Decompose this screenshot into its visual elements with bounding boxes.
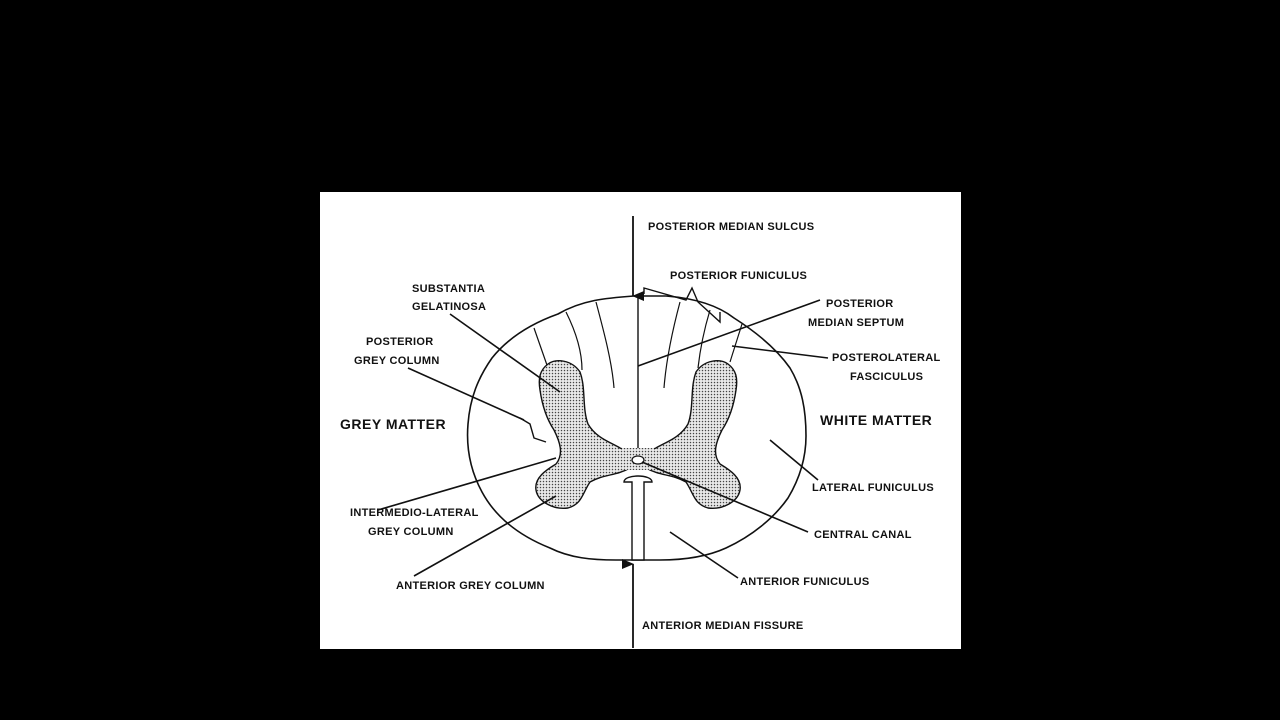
label-intermedio-lateral-1: INTERMEDIO-LATERAL <box>350 507 479 519</box>
label-anterior-funiculus: ANTERIOR FUNICULUS <box>740 576 869 588</box>
posterior-funiculus-bracket <box>643 286 721 324</box>
label-posterior-median-sulcus: POSTERIOR MEDIAN SULCUS <box>648 221 814 233</box>
label-posterior-funiculus: POSTERIOR FUNICULUS <box>670 270 807 282</box>
label-anterior-median-fissure: ANTERIOR MEDIAN FISSURE <box>642 620 804 632</box>
spinal-cord-diagram: POSTERIOR MEDIAN SULCUS POSTERIOR FUNICU… <box>320 192 961 649</box>
grey-matter-left <box>535 360 631 509</box>
label-posterior-grey-column-2: GREY COLUMN <box>354 355 440 367</box>
label-posterior-median-septum-2: MEDIAN SEPTUM <box>808 317 904 329</box>
posterior-funiculus-lines <box>533 301 743 389</box>
grey-matter-right <box>645 360 741 509</box>
label-substantia-gelatinosa-2: GELATINOSA <box>412 301 486 313</box>
posterior-grey-column-bracket <box>519 417 547 443</box>
leader-lines <box>377 299 829 579</box>
label-white-matter: WHITE MATTER <box>820 412 932 428</box>
label-anterior-grey-column: ANTERIOR GREY COLUMN <box>396 580 545 592</box>
anterior-median-fissure-shape <box>623 475 653 561</box>
label-posterolateral-fasciculus-1: POSTEROLATERAL <box>832 352 941 364</box>
central-canal-shape <box>631 455 645 465</box>
label-posterior-grey-column-1: POSTERIOR <box>366 336 434 348</box>
diagram-svg: POSTERIOR MEDIAN SULCUS POSTERIOR FUNICU… <box>340 216 941 648</box>
label-intermedio-lateral-2: GREY COLUMN <box>368 526 454 538</box>
label-central-canal: CENTRAL CANAL <box>814 529 912 541</box>
label-substantia-gelatinosa-1: SUBSTANTIA <box>412 283 485 295</box>
label-grey-matter: GREY MATTER <box>340 416 446 432</box>
label-lateral-funiculus: LATERAL FUNICULUS <box>812 482 934 494</box>
label-posterior-median-septum-1: POSTERIOR <box>826 298 894 310</box>
label-posterolateral-fasciculus-2: FASCICULUS <box>850 371 923 383</box>
